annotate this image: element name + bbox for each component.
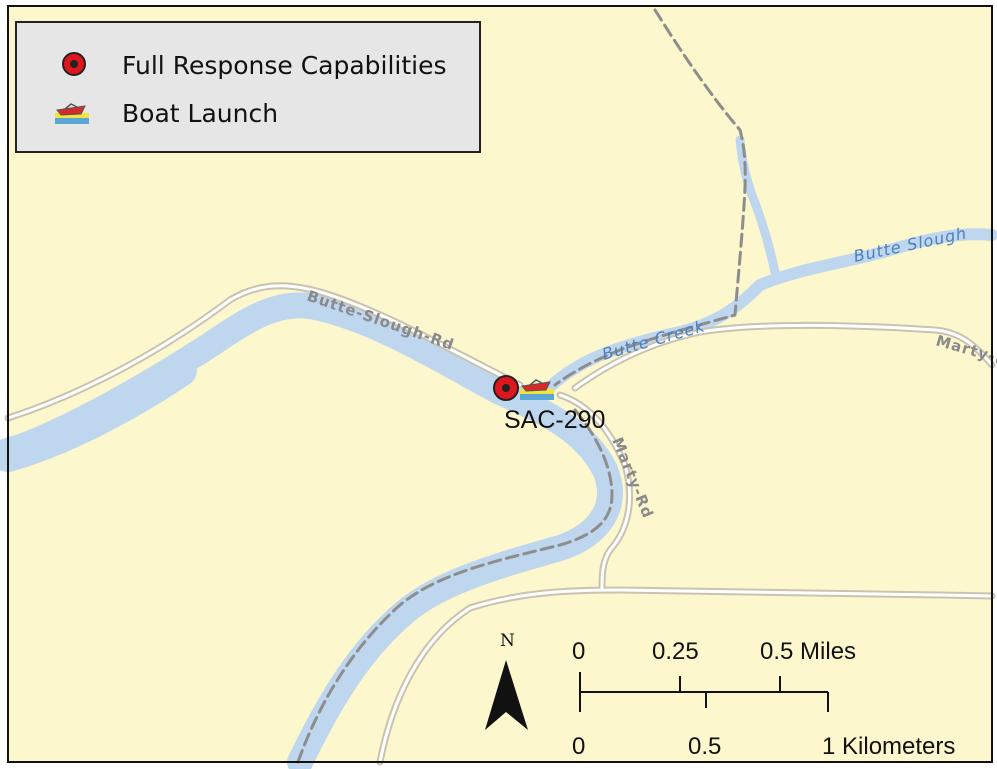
legend-label: Boat Launch — [122, 99, 278, 128]
site-label: SAC-290 — [504, 406, 605, 434]
legend-item-boat-launch: Boat Launch — [55, 99, 278, 128]
water-features — [0, 135, 997, 769]
butte-creek — [539, 228, 997, 398]
marker-center-dot — [502, 384, 510, 392]
roads — [4, 282, 996, 766]
scale-miles-05: 0.5 Miles — [760, 638, 856, 665]
scale-miles-025: 0.25 — [652, 638, 699, 665]
dashed-trail — [296, 8, 747, 764]
north-arrow-icon — [485, 660, 528, 730]
legend: Full Response Capabilities Boat Launch — [15, 21, 481, 153]
scale-bar: 0 0.25 0.5 Miles 0 0.5 1 Kilometers — [572, 638, 955, 760]
scale-bar-lines — [579, 672, 829, 712]
creek-north-branch — [735, 135, 780, 277]
scale-km-05: 0.5 — [688, 733, 721, 760]
boat-launch-icon — [55, 103, 89, 124]
north-arrow: N — [485, 631, 528, 730]
north-letter: N — [500, 631, 515, 651]
scale-km-0: 0 — [572, 733, 585, 760]
legend-marker-center-dot — [70, 60, 78, 68]
scale-miles-0: 0 — [572, 638, 585, 665]
site-marker-sac-290[interactable] — [493, 375, 554, 401]
map-neatline — [7, 5, 993, 763]
boat-launch-icon — [520, 379, 554, 400]
main-river — [0, 292, 623, 769]
legend-label: Full Response Capabilities — [122, 51, 447, 80]
main-river-lower-wide — [0, 353, 197, 472]
legend-item-full-response: Full Response Capabilities — [62, 51, 447, 80]
scale-km-1: 1 Kilometers — [822, 733, 955, 760]
legend-box — [15, 21, 481, 153]
